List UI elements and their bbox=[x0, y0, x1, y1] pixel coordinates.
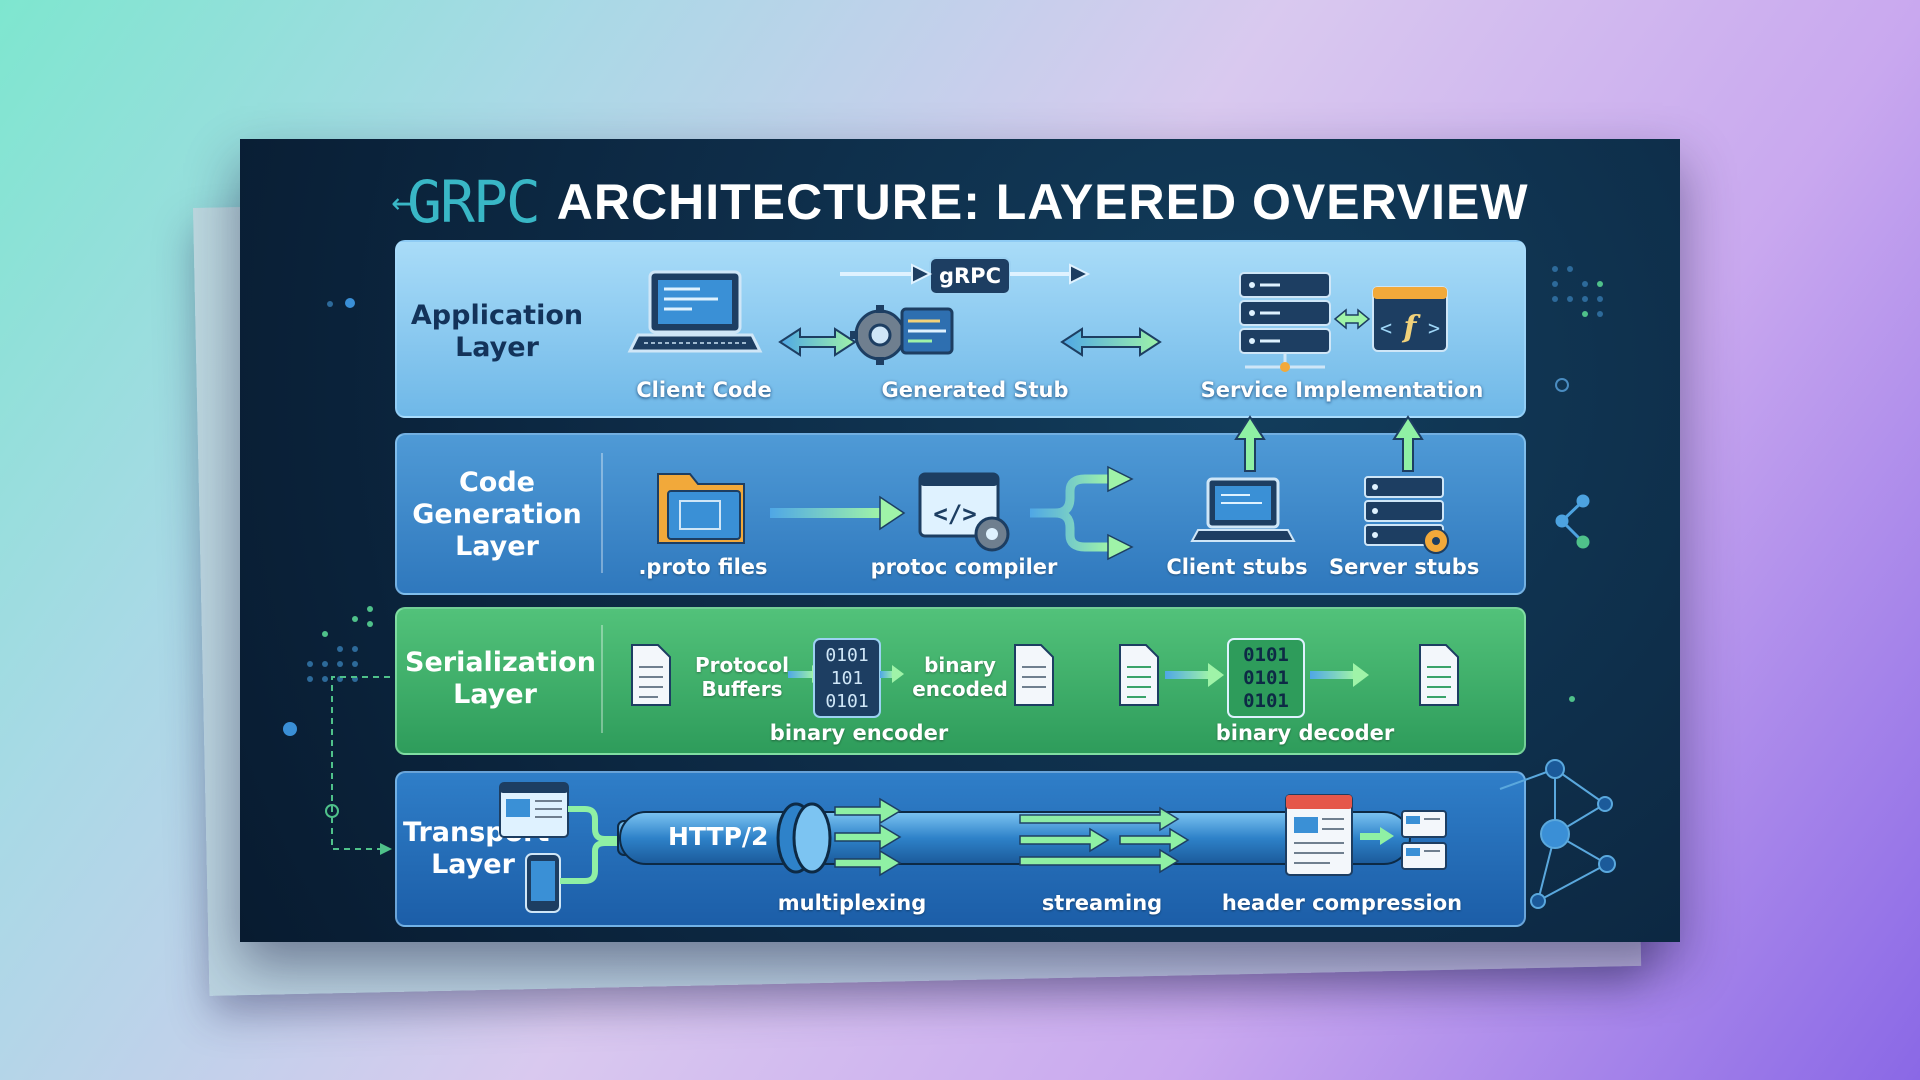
diagram-graphics: f < > </> bbox=[283, 263, 1616, 913]
pipe-icon bbox=[617, 802, 1411, 874]
double-arrow-right bbox=[1060, 327, 1162, 357]
binary-decoder-label: binary decoder bbox=[1215, 721, 1395, 745]
document-icon bbox=[1119, 644, 1159, 706]
folder-icon bbox=[657, 473, 745, 544]
client-stub-laptop-icon bbox=[1190, 477, 1296, 542]
svg-text:0101: 0101 bbox=[825, 691, 868, 712]
multiplexing-arrows bbox=[834, 797, 902, 877]
arrow-from-encoder bbox=[880, 665, 904, 683]
grpc-logo: ← GRPC bbox=[391, 168, 541, 236]
server-stub-icon bbox=[1364, 476, 1449, 554]
svg-text:>: > bbox=[1428, 316, 1440, 340]
binary-chip-icon: 0101 0101 0101 bbox=[1227, 638, 1305, 718]
grpc-logo-text: GRPC bbox=[407, 168, 541, 236]
svg-text:0101: 0101 bbox=[825, 645, 868, 666]
decor-dot bbox=[283, 722, 297, 736]
branch-arrowheads bbox=[1107, 465, 1134, 561]
protoc-compiler-label: protoc compiler bbox=[870, 555, 1058, 579]
svg-text:0101: 0101 bbox=[1243, 644, 1289, 666]
code-generation-layer-name: Code Generation Layer bbox=[412, 467, 582, 562]
svg-text:0101: 0101 bbox=[1243, 690, 1289, 712]
long-arrow-1 bbox=[770, 495, 906, 531]
divider bbox=[601, 625, 603, 733]
streaming-label: streaming bbox=[1041, 891, 1163, 915]
double-arrow-left bbox=[778, 327, 857, 357]
bidirectional-arrow-small bbox=[1333, 308, 1371, 330]
binary-encoded-label: binary encoded bbox=[912, 653, 1008, 701]
browser-window-icon bbox=[499, 782, 569, 838]
proto-files-label: .proto files bbox=[638, 555, 768, 579]
up-arrows bbox=[1234, 415, 1424, 472]
document-icon bbox=[631, 644, 671, 706]
compressed-header-icons bbox=[1401, 810, 1447, 870]
function-window-icon: f < > bbox=[1372, 286, 1448, 352]
laptop-icon bbox=[627, 270, 763, 353]
header-document-icon bbox=[1285, 794, 1353, 876]
document-icon bbox=[1014, 644, 1054, 706]
arrow-left-icon: ← bbox=[391, 181, 413, 223]
share-icon bbox=[1555, 494, 1590, 549]
multiplexing-label: multiplexing bbox=[777, 891, 927, 915]
binary-encoder-label: binary encoder bbox=[769, 721, 949, 745]
grpc-badge: gRPC bbox=[929, 257, 1011, 295]
document-icon bbox=[1419, 644, 1459, 706]
http2-label: HTTP/2 bbox=[668, 822, 769, 851]
client-connectors bbox=[560, 806, 618, 884]
header-compression-label: header compression bbox=[1221, 891, 1463, 915]
svg-text:101: 101 bbox=[831, 668, 864, 689]
diagram-card: ← GRPC ARCHITECTURE: LAYERED OVERVIEW Ap… bbox=[240, 139, 1680, 942]
client-code-label: Client Code bbox=[636, 378, 772, 402]
compression-arrow bbox=[1360, 827, 1394, 845]
title-text: ARCHITECTURE: LAYERED OVERVIEW bbox=[556, 174, 1529, 230]
phone-icon bbox=[525, 853, 561, 913]
serialization-layer-name: Serialization Layer bbox=[405, 647, 596, 710]
connector-arrowhead bbox=[380, 843, 392, 855]
svg-text:<: < bbox=[1380, 316, 1392, 340]
server-rack-icon bbox=[1239, 272, 1331, 372]
client-stubs-label: Client stubs bbox=[1166, 555, 1308, 579]
arrow-to-decoder bbox=[1165, 663, 1224, 687]
service-implementation-label: Service Implementation bbox=[1200, 378, 1484, 402]
server-stubs-label: Server stubs bbox=[1329, 555, 1480, 579]
branch-arrows bbox=[1030, 474, 1110, 552]
binary-chip-icon: 0101 101 0101 bbox=[813, 638, 881, 718]
decor-dots-left bbox=[307, 298, 373, 682]
serialization-layer: Serialization Layer Protocol Buffers bin… bbox=[395, 607, 1526, 755]
network-node-icon bbox=[1499, 759, 1616, 909]
dashed-connector bbox=[331, 676, 390, 850]
application-layer-name: Application Layer bbox=[410, 300, 584, 363]
arrow-from-decoder bbox=[1310, 663, 1369, 687]
decor-dots-right bbox=[1552, 266, 1603, 702]
generated-stub-label: Generated Stub bbox=[881, 378, 1069, 402]
connector-node bbox=[325, 804, 339, 818]
svg-text:</>: </> bbox=[933, 500, 976, 528]
divider bbox=[601, 453, 603, 573]
gear-code-icon bbox=[850, 305, 954, 365]
protocol-buffers-label: Protocol Buffers bbox=[694, 653, 789, 701]
code-window-icon: </> bbox=[918, 472, 1010, 552]
streaming-arrows bbox=[1019, 806, 1190, 874]
page-title: ← GRPC ARCHITECTURE: LAYERED OVERVIEW bbox=[240, 167, 1680, 237]
grpc-flow-arrows bbox=[840, 263, 1091, 285]
svg-text:0101: 0101 bbox=[1243, 667, 1289, 689]
